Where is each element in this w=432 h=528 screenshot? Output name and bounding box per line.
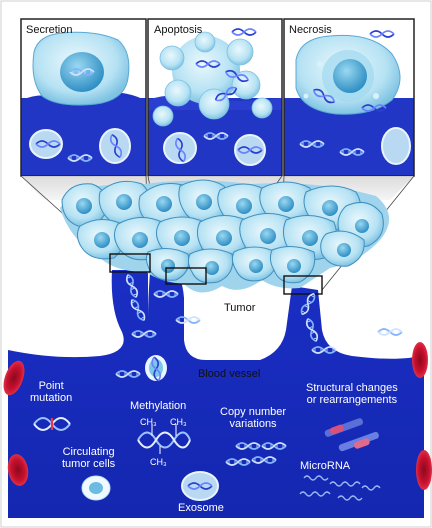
panel-title-apoptosis: Apoptosis [154,24,203,36]
circulating-tumor-cell [81,475,111,501]
exosome-label: Exosome [178,502,224,514]
methylation-dna [137,424,191,454]
structural-label: Structural changes or rearrangements [306,382,398,406]
point-mutation-label: Point mutation [30,380,73,404]
exosome-icon [181,471,219,501]
tumor-cell-icon [145,355,167,383]
red-blood-cell-icon [3,342,432,490]
apoptosis-panel [147,18,283,177]
copy-number-label: Copy number variations [220,406,287,430]
necrosis-panel [283,18,415,177]
structural-rearrangement [324,418,379,452]
point-mutation-dna [33,417,71,431]
blood-vessel-label: Blood vessel [198,368,261,380]
ch3-right-label: CH₃ [170,417,187,427]
tumor-label: Tumor [224,302,256,314]
ch3-bottom-label: CH₃ [150,457,167,467]
circulating-cells-label: Circulating tumor cells [62,446,116,470]
ch3-left-label: CH₃ [140,417,157,427]
blood-vessel [8,270,424,518]
methylation-label: Methylation [130,400,187,412]
microrna-label: MicroRNA [300,460,351,472]
panel-title-necrosis: Necrosis [289,24,332,36]
microrna-strands [299,475,381,501]
secretion-panel [20,18,147,177]
panel-title-secretion: Secretion [26,24,73,36]
tumor-cluster [60,179,390,295]
